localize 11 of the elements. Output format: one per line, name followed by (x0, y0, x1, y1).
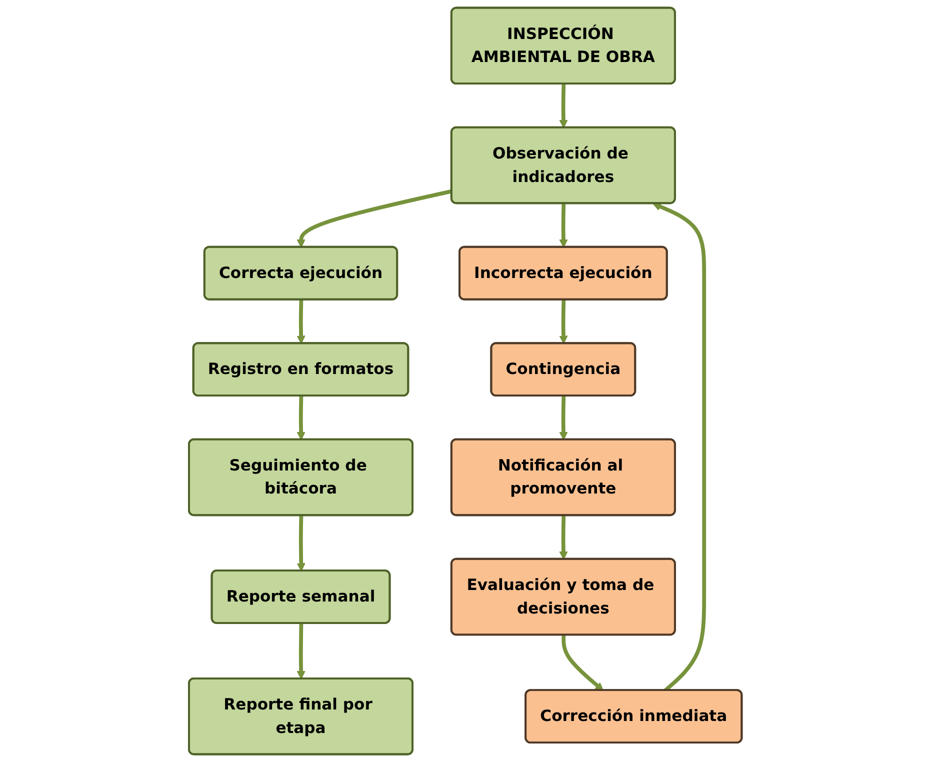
arrow (296, 189, 452, 248)
arrow (296, 516, 306, 572)
arrow (561, 635, 604, 691)
arrow (558, 204, 568, 248)
arrow (558, 300, 568, 344)
arrow (296, 396, 305, 440)
arrow (558, 516, 568, 560)
arrow (558, 396, 568, 440)
arrow (296, 300, 305, 344)
arrow (558, 84, 568, 128)
arrow (296, 623, 305, 680)
